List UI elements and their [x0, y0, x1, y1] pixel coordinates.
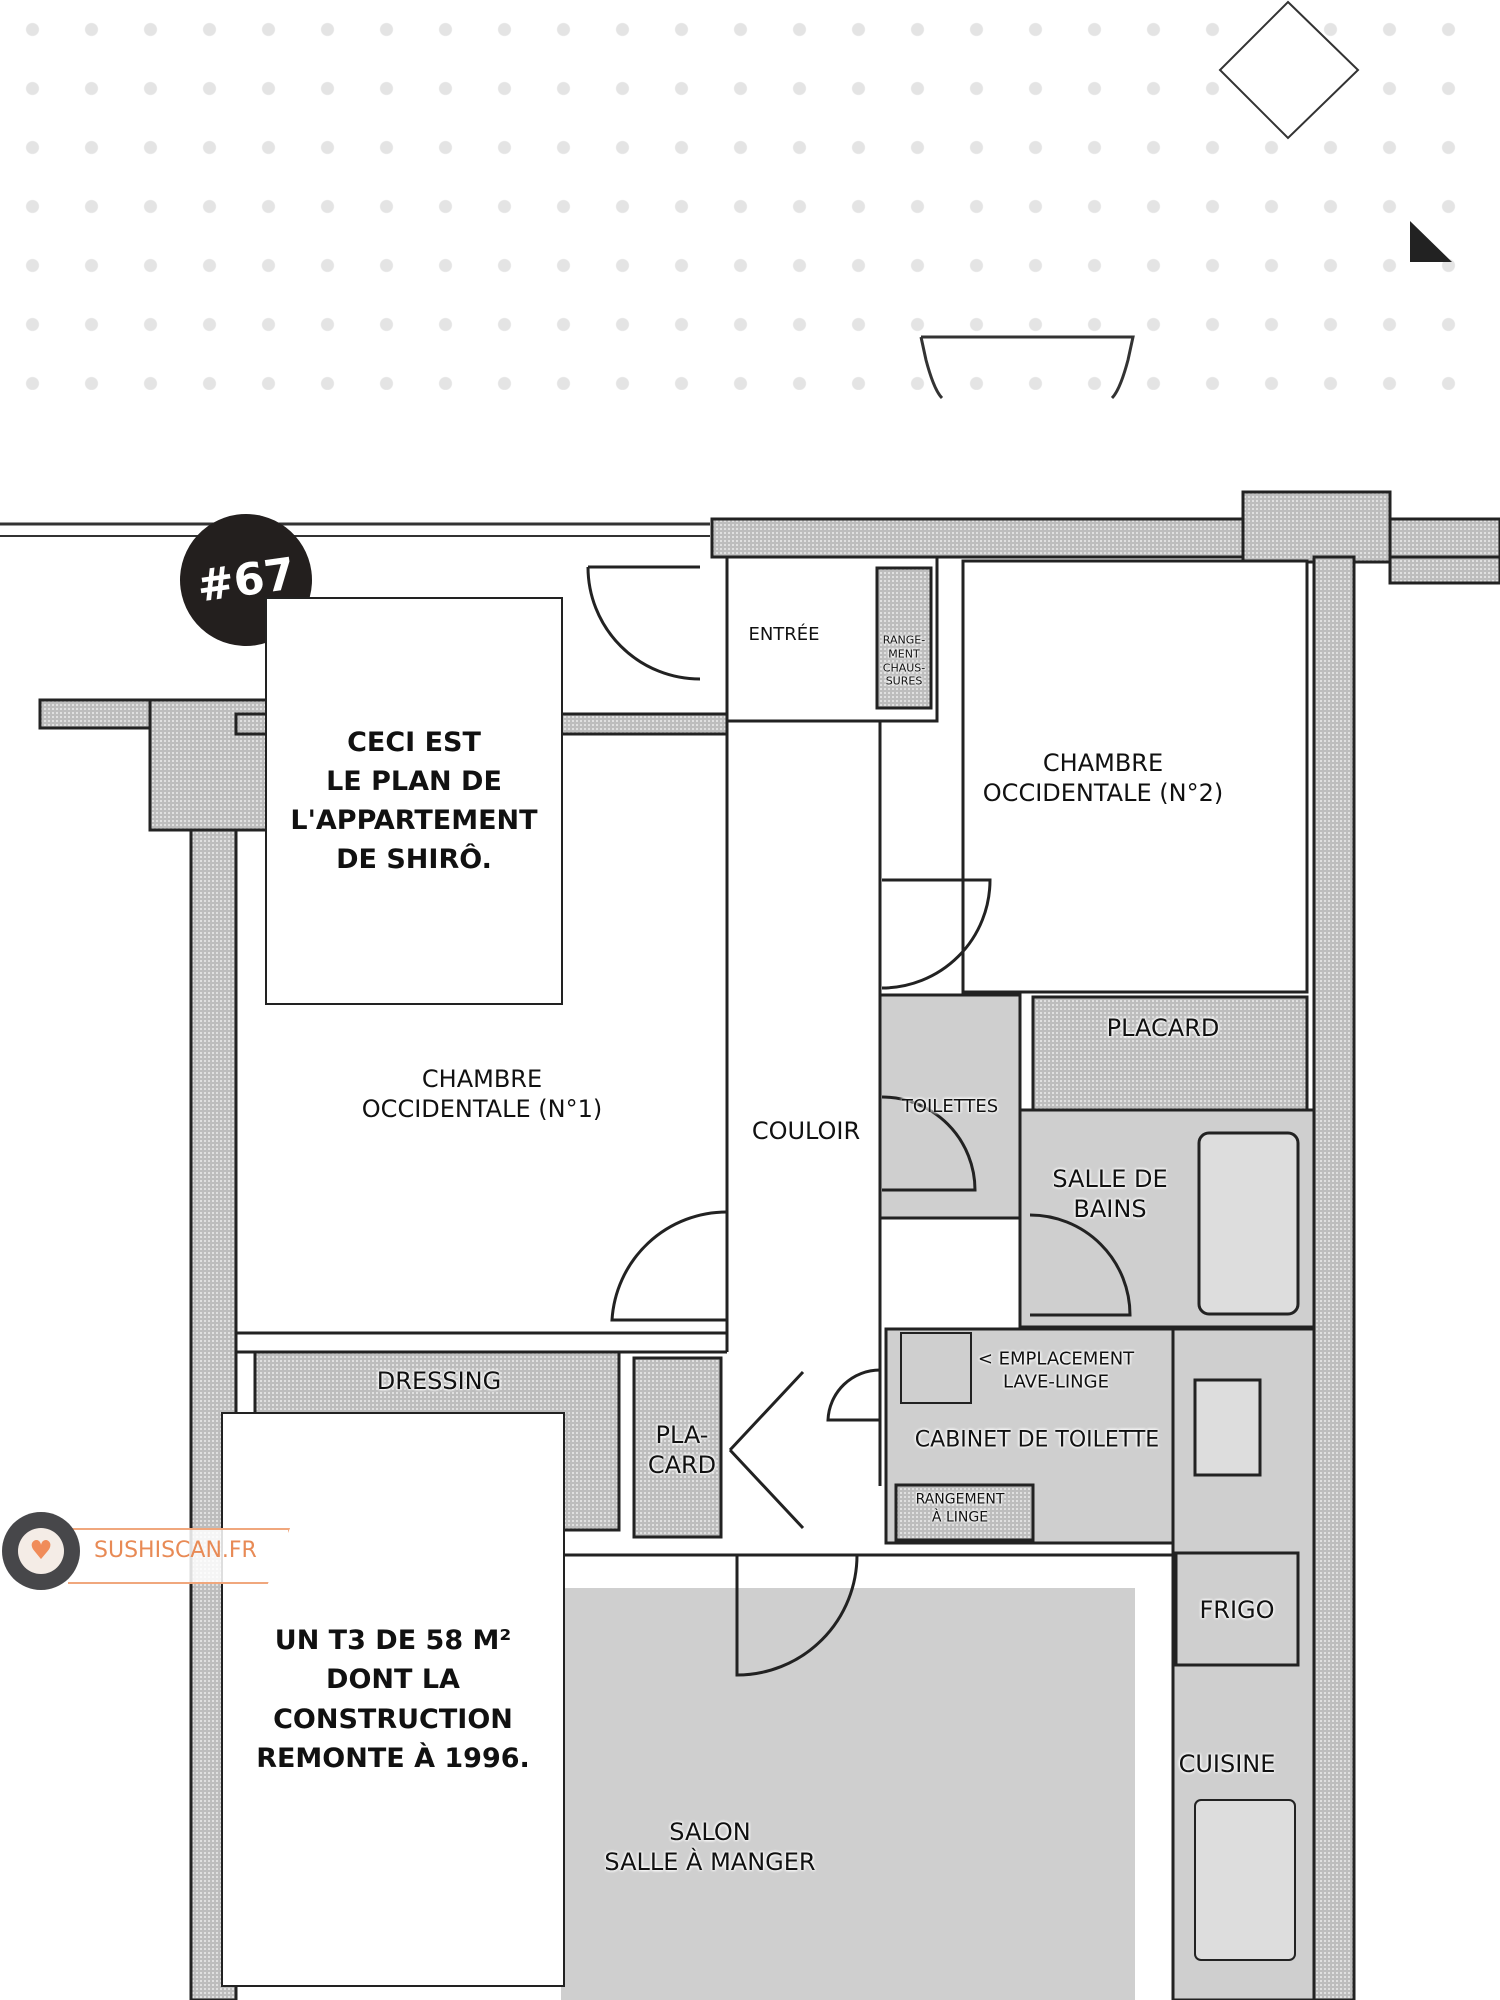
- label-placard-right: PLACARD: [1106, 1014, 1220, 1042]
- label-cuisine: CUISINE: [1178, 1750, 1276, 1778]
- label-frigo: FRIGO: [1199, 1596, 1275, 1624]
- label-entree: ENTRÉE: [748, 623, 820, 645]
- toilettes-floor: [878, 993, 1022, 1220]
- placard-right-box: [1031, 995, 1309, 1112]
- sushi-logo-icon: ♥: [2, 1512, 80, 1590]
- linen-storage: [894, 1483, 1035, 1542]
- label-salle-de-bains: SALLE DE BAINS: [1052, 1165, 1168, 1223]
- stove: [1194, 1799, 1296, 1961]
- watermark: ♥ SUSHISCAN.FR: [0, 1512, 300, 1596]
- diamond-shape: [1218, 0, 1360, 140]
- triangle-shape: [1410, 221, 1452, 262]
- label-rangement-chaussures: RANGE- MENT CHAUS- SURES: [882, 633, 926, 688]
- caption-text: UN T3 DE 58 M² DONT LA CONSTRUCTION REMO…: [256, 1625, 530, 1774]
- caption-box-bottom: UN T3 DE 58 M² DONT LA CONSTRUCTION REMO…: [221, 1412, 565, 1987]
- placard-left-box: [632, 1356, 723, 1539]
- label-salon: SALON SALLE À MANGER: [604, 1818, 816, 1876]
- label-chambre-1: CHAMBRE OCCIDENTALE (N°1): [361, 1065, 603, 1123]
- label-cabinet-de-toilette: CABINET DE TOILETTE: [914, 1427, 1160, 1453]
- bowl-shape: [919, 335, 1135, 400]
- washer-spot: [900, 1332, 972, 1404]
- sink: [1193, 1378, 1262, 1477]
- label-placard-left: PLA- CARD: [647, 1421, 717, 1479]
- watermark-text: SUSHISCAN.FR: [94, 1538, 257, 1563]
- salon-floor: [561, 1588, 1135, 2000]
- right-wall: [1312, 555, 1356, 2000]
- shoe-storage: [875, 566, 933, 710]
- caption-box-top: CECI EST LE PLAN DE L'APPARTEMENT DE SHI…: [265, 597, 563, 1005]
- label-lave-linge: < EMPLACEMENT LAVE-LINGE: [977, 1348, 1135, 1393]
- label-couloir: COULOIR: [751, 1117, 861, 1145]
- fridge-box: [1174, 1551, 1300, 1667]
- caption-text: CECI EST LE PLAN DE L'APPARTEMENT DE SHI…: [290, 726, 538, 876]
- label-chambre-2: CHAMBRE OCCIDENTALE (N°2): [982, 749, 1224, 807]
- label-toilettes: TOILETTES: [901, 1095, 999, 1117]
- label-dressing: DRESSING: [376, 1367, 502, 1395]
- bathtub: [1197, 1131, 1300, 1316]
- watermark-band: [68, 1528, 290, 1584]
- label-rangement-linge: RANGEMENT À LINGE: [915, 1491, 1005, 1526]
